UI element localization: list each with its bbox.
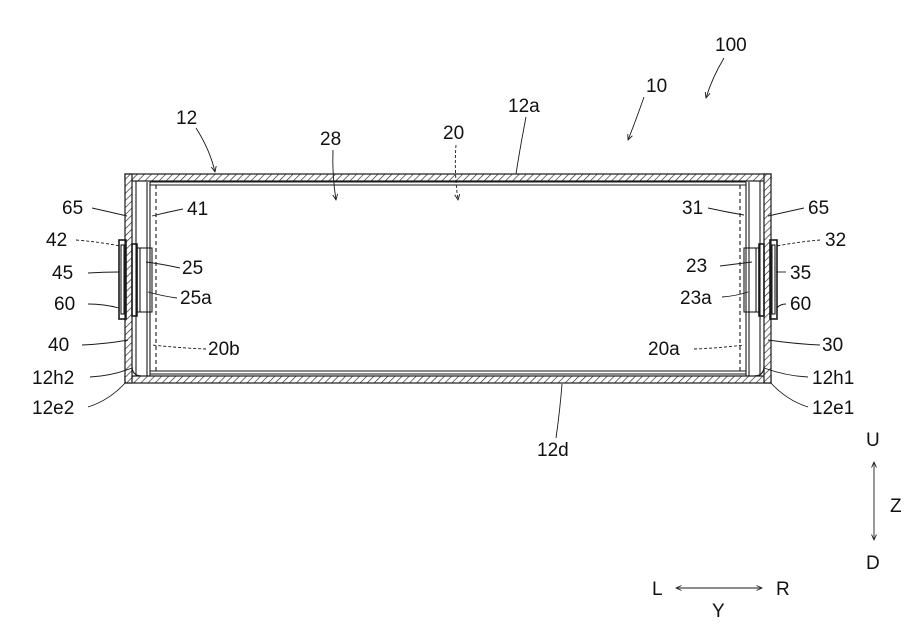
label-30: 30	[822, 335, 843, 356]
label-12h1: 12h1	[812, 368, 854, 389]
label-65-right: 65	[808, 198, 829, 219]
label-23: 23	[686, 256, 707, 277]
label-25a: 25a	[180, 288, 212, 309]
label-25: 25	[182, 258, 203, 279]
label-12e1: 12e1	[812, 398, 854, 419]
reference-labels: 100 10 12 12a 28 20 65 41 42 45 25 60 25…	[32, 35, 854, 461]
label-60-right: 60	[790, 294, 811, 315]
label-20b: 20b	[208, 339, 240, 360]
direction-indicator-z: U Z D	[866, 430, 902, 574]
label-28: 28	[320, 129, 341, 150]
label-65-left: 65	[62, 198, 83, 219]
axis-r-label: R	[776, 579, 790, 600]
label-32: 32	[825, 230, 846, 251]
label-40: 40	[48, 335, 69, 356]
label-20a: 20a	[648, 339, 680, 360]
axis-z-label: Z	[890, 496, 902, 517]
label-12e2: 12e2	[32, 398, 74, 419]
direction-indicator-y: L R Y	[652, 579, 790, 622]
axis-l-label: L	[652, 579, 663, 600]
label-35: 35	[790, 263, 811, 284]
axis-d-label: D	[866, 553, 880, 574]
axis-y-label: Y	[712, 601, 725, 622]
label-42: 42	[46, 230, 67, 251]
label-10: 10	[646, 76, 667, 97]
label-31: 31	[682, 198, 703, 219]
label-100: 100	[715, 35, 747, 56]
axis-u-label: U	[866, 430, 880, 451]
label-20: 20	[443, 123, 464, 144]
label-12: 12	[176, 108, 197, 129]
label-45: 45	[52, 263, 73, 284]
label-41: 41	[187, 199, 208, 220]
case-top-wall	[125, 174, 771, 181]
label-12d: 12d	[537, 440, 569, 461]
label-23a: 23a	[680, 288, 712, 309]
label-60-left: 60	[54, 294, 75, 315]
label-12h2: 12h2	[32, 368, 74, 389]
case-bottom-wall	[125, 376, 771, 383]
label-12a: 12a	[508, 96, 540, 117]
